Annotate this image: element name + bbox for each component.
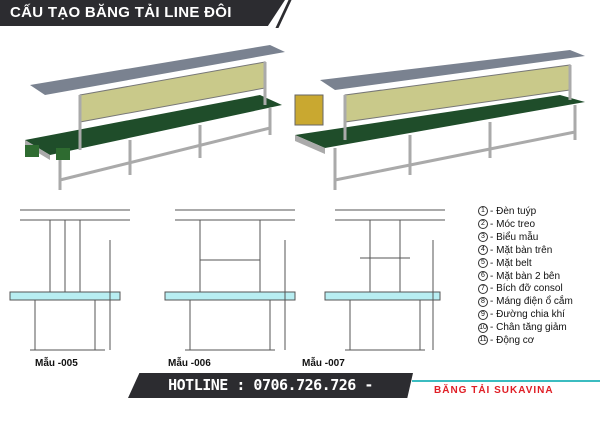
legend-item: 7- Bích đỡ consol bbox=[478, 283, 573, 296]
legend-item: 3- Biểu mẫu bbox=[478, 232, 573, 245]
hotline-banner: HOTLINE : 0706.726.726 - 0776.759.759 bbox=[128, 373, 413, 398]
legend-item: 9- Đường chia khí bbox=[478, 309, 573, 322]
legend-item: 6- Mặt bàn 2 bên bbox=[478, 271, 573, 284]
legend-item: 8- Máng điện ổ cắm bbox=[478, 296, 573, 309]
legend-item: 10- Chân tăng giảm bbox=[478, 322, 567, 334]
model-caption: Mẫu -007 bbox=[302, 358, 345, 369]
legend-item: 11- Động cơ bbox=[478, 335, 535, 347]
diagram-model-007 bbox=[324, 209, 445, 351]
page-title: CẤU TẠO BĂNG TẢI LINE ĐÔI bbox=[0, 0, 285, 26]
legend-item: 2- Móc treo bbox=[478, 219, 573, 232]
conveyor-illustration-left bbox=[25, 45, 285, 190]
model-caption: Mẫu -005 bbox=[35, 358, 78, 369]
legend-item: 1- Đèn tuýp bbox=[478, 206, 573, 219]
legend-item: 4- Mặt bàn trên bbox=[478, 245, 573, 258]
legend-item: 5- Mặt belt bbox=[478, 258, 573, 271]
brand-label: BĂNG TẢI SUKAVINA bbox=[412, 380, 600, 398]
legend: 1- Đèn tuýp 2- Móc treo 3- Biểu mẫu 4- M… bbox=[478, 206, 573, 348]
diagram-model-006 bbox=[164, 209, 296, 351]
conveyor-illustration-right bbox=[294, 50, 585, 190]
diagram-model-005 bbox=[9, 209, 130, 351]
model-caption: Mẫu -006 bbox=[168, 358, 211, 369]
cross-section-diagrams bbox=[9, 209, 445, 351]
